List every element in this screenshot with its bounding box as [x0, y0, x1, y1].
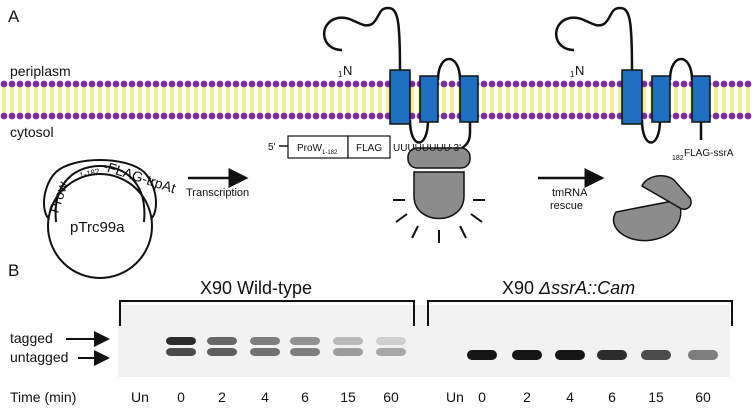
lane-labels: Un 0 2 4 6 15 60 Un 0 2 4 6 15 60 — [131, 389, 711, 405]
helix-4 — [621, 69, 643, 125]
mrna: 5' ProW 1-182 FLAG UUUUUUUU 3' — [268, 135, 461, 159]
mutant-bracket — [427, 300, 733, 326]
band-wt-untagged-3 — [250, 348, 280, 356]
band-wt-untagged-6 — [376, 348, 406, 356]
band-wt-untagged-5 — [333, 348, 363, 356]
mrna-flag-box: FLAG — [356, 143, 382, 154]
helix-3 — [459, 75, 479, 123]
transcription-label: Transcription — [186, 187, 249, 199]
band-mut-untagged-4 — [597, 350, 627, 360]
wildtype-strain-label: X90 Wild-type — [200, 278, 312, 298]
band-wt-tagged-4 — [290, 337, 320, 345]
mutant-strain-genotype: ΔssrA::Cam — [538, 278, 635, 298]
mrna-5prime: 5' — [268, 142, 276, 153]
band-mut-untagged-3 — [555, 350, 585, 360]
band-mut-untagged-2 — [512, 350, 542, 360]
helix-2 — [419, 75, 439, 123]
band-wt-untagged-4 — [290, 348, 320, 356]
lane-label-wt-2: 2 — [218, 389, 226, 405]
band-mut-untagged-1 — [467, 350, 497, 360]
lane-label-mut-4: 6 — [608, 389, 616, 405]
lane-label-mut-1: 0 — [478, 389, 486, 405]
periplasm-label: periplasm — [10, 63, 71, 79]
n-terminus-1-sub: 1 — [338, 70, 343, 79]
lane-label-wt-1: 0 — [177, 389, 185, 405]
released-membrane-protein — [554, 6, 711, 144]
nascent-membrane-protein — [322, 6, 479, 150]
untagged-label: untagged — [10, 349, 68, 365]
band-mut-untagged-5 — [641, 350, 671, 360]
mutant-strain-label: X90 ΔssrA::Cam — [502, 278, 635, 298]
band-wt-untagged-1 — [166, 348, 196, 356]
mrna-prow-sub: 1-182 — [322, 150, 338, 156]
mrna-prow-box: ProW — [297, 143, 323, 154]
lane-label-mut-6: 60 — [695, 389, 711, 405]
lane-label-wt-0: Un — [131, 389, 149, 405]
band-wt-tagged-6 — [376, 337, 406, 345]
helix-6 — [691, 75, 711, 123]
band-wt-tagged-2 — [207, 337, 237, 345]
panel-b-label: B — [8, 261, 19, 280]
product-label: FLAG-ssrA — [684, 148, 734, 159]
lane-label-mut-3: 4 — [566, 389, 574, 405]
band-wt-tagged-1 — [166, 337, 196, 345]
released-ribosome — [612, 174, 692, 242]
band-wt-tagged-5 — [333, 337, 363, 345]
n-terminus-2-sub: 1 — [570, 70, 575, 79]
band-wt-untagged-2 — [207, 348, 237, 356]
lane-label-mut-5: 15 — [648, 389, 664, 405]
lane-label-wt-6: 60 — [383, 389, 399, 405]
lane-label-wt-4: 6 — [301, 389, 309, 405]
stall-rays — [393, 199, 485, 243]
panel-a-label: A — [8, 7, 20, 26]
time-axis-label: Time (min) — [10, 389, 76, 405]
lane-label-wt-5: 15 — [340, 389, 356, 405]
gel-bands — [166, 337, 718, 360]
insert-sub: 1-182 — [79, 167, 101, 180]
rescue-label-line2: rescue — [550, 200, 583, 212]
mutant-strain-prefix: X90 — [502, 278, 539, 298]
cytosol-label: cytosol — [10, 124, 54, 140]
band-wt-tagged-3 — [250, 337, 280, 345]
helix-1 — [389, 69, 411, 125]
plasmid — [43, 159, 157, 279]
n-terminus-1: N — [343, 63, 352, 78]
rescue-label-line1: tmRNA — [552, 187, 588, 199]
stalled-ribosome — [407, 147, 471, 220]
lane-label-mut-2: 2 — [523, 389, 531, 405]
tagged-label: tagged — [10, 330, 53, 346]
product-sub: 182 — [672, 155, 684, 162]
band-mut-untagged-6 — [688, 350, 718, 360]
lane-label-mut-0: Un — [446, 389, 464, 405]
wildtype-bracket — [119, 300, 415, 326]
mrna-polyu-tail: UUUUUUUU 3' — [393, 143, 461, 154]
lane-label-wt-3: 4 — [261, 389, 269, 405]
helix-5 — [651, 75, 671, 123]
n-terminus-2: N — [575, 63, 584, 78]
backbone-label: pTrc99a — [70, 219, 125, 236]
